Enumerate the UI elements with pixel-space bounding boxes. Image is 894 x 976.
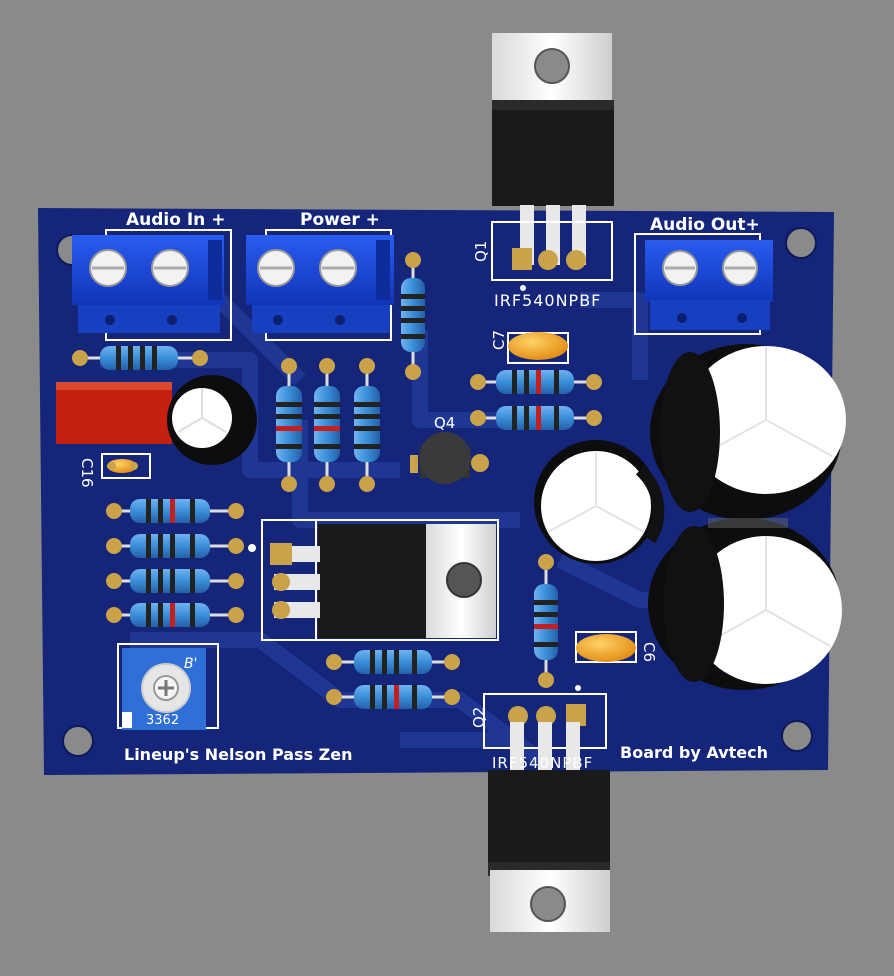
resistor — [326, 650, 460, 674]
trimmer-potentiometer: B' 3362 — [117, 643, 219, 730]
part-q1: IRF540NPBF — [494, 291, 601, 310]
electrolytic-capacitor-small — [167, 375, 257, 465]
label-audio-in: Audio In + — [126, 210, 225, 230]
resistor — [106, 499, 244, 523]
refdes-q4: Q4 — [434, 414, 455, 432]
resistor — [72, 346, 208, 370]
resistor — [470, 370, 602, 394]
credit-right: Board by Avtech — [620, 743, 768, 762]
resistor — [314, 358, 340, 492]
resistor — [534, 554, 558, 688]
trimmer-mark: B' — [184, 656, 197, 672]
resistor — [276, 358, 302, 492]
label-power: Power + — [300, 210, 380, 230]
resistor — [470, 406, 602, 430]
resistor — [354, 358, 380, 492]
refdes-q1: Q1 — [472, 241, 490, 262]
credit-left: Lineup's Nelson Pass Zen — [124, 745, 353, 764]
ceramic-capacitor-c6 — [575, 631, 637, 663]
mosfet-q2 — [483, 685, 610, 932]
refdes-c6: C6 — [640, 642, 658, 662]
transistor-q4 — [410, 432, 489, 484]
electrolytic-capacitor-large-top — [650, 344, 846, 520]
refdes-q2: Q2 — [470, 707, 488, 728]
refdes-c7: C7 — [490, 330, 508, 350]
electrolytic-capacitor-large-bottom — [648, 518, 842, 690]
resistor — [106, 569, 244, 593]
part-q2: IRF540NPBF — [492, 754, 593, 772]
box-capacitor — [56, 382, 172, 444]
mosfet-q1 — [491, 33, 614, 291]
ceramic-capacitor-c16 — [101, 453, 151, 479]
trimmer-code: 3362 — [146, 713, 179, 728]
silkscreen: Audio In + Power + Audio Out+ Q1 IRF540N… — [78, 210, 768, 772]
resistors — [72, 252, 602, 709]
resistor — [326, 685, 460, 709]
terminal-block-power — [246, 229, 394, 341]
terminal-block-audio-out — [634, 233, 773, 335]
regulator — [248, 519, 499, 641]
ceramic-capacitor-c7 — [507, 332, 569, 364]
terminal-block-audio-in — [72, 229, 232, 341]
resistor — [401, 252, 425, 380]
electrolytic-capacitor-medium — [534, 440, 665, 564]
refdes-c16: C16 — [78, 458, 96, 488]
resistor — [106, 603, 244, 627]
label-audio-out: Audio Out+ — [650, 215, 760, 235]
resistor — [106, 534, 244, 558]
